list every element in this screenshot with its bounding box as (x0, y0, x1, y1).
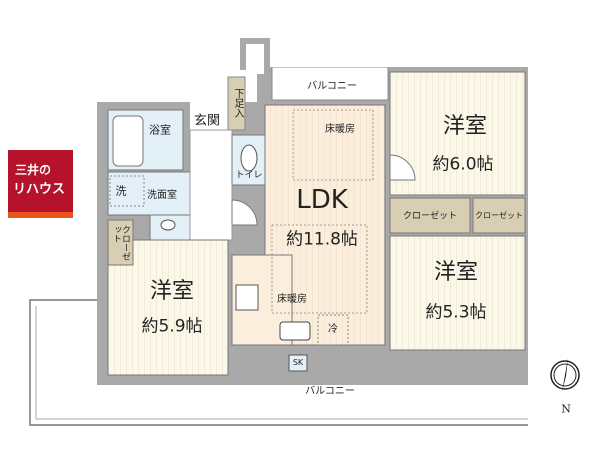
fridge-label: 冷 (328, 324, 338, 335)
western-c-area: 約5.9帖 (141, 316, 203, 337)
floor-heating-kitchen-label: 床暖房 (277, 294, 307, 305)
closet-b-label: クローゼット (475, 211, 523, 220)
western-a-area: 約6.0帖 (432, 154, 494, 175)
closet-c (107, 219, 134, 266)
balcony-bottom-label: バルコニー (305, 386, 355, 397)
balcony-top-label: バルコニー (307, 81, 357, 92)
toilet-label: トイレ (235, 170, 263, 181)
washroom-label: 洗面室 (147, 190, 177, 201)
entrance (190, 78, 228, 130)
balcony-bottom-outline (29, 299, 528, 426)
western-b-area: 約5.3帖 (425, 302, 487, 323)
compass-north-label: N (561, 402, 571, 416)
hallway (189, 129, 233, 241)
shoe-storage (227, 76, 246, 131)
western-b-label: 洋室 (433, 260, 479, 285)
logo-line1: 三井の (15, 163, 52, 177)
brand-logo: 三井の リハウス (8, 150, 73, 218)
sink-label: SK (292, 358, 304, 367)
closet-a (389, 197, 471, 234)
floor-heating-label: 床暖房 (325, 124, 355, 135)
western-c-label: 洋室 (149, 279, 195, 304)
closet-a-label: クローゼット (402, 211, 458, 222)
closet-b (472, 197, 526, 234)
washroom (107, 171, 191, 216)
shoe-storage-label: 下足入 (232, 88, 243, 118)
ldk-area: 約11.8帖 (286, 229, 358, 250)
bath-label: 浴室 (149, 123, 171, 137)
balcony-top (271, 66, 389, 101)
closet-c-label: クローゼット (111, 225, 130, 261)
western-room-b (389, 235, 526, 351)
western-a-label: 洋室 (442, 114, 488, 139)
compass-icon (550, 358, 580, 392)
logo-strip (8, 212, 73, 218)
washer-label: 洗 (115, 184, 127, 198)
entrance-label: 玄関 (193, 113, 221, 129)
logo-line2: リハウス (13, 182, 66, 197)
ldk-label: LDK (296, 185, 348, 215)
